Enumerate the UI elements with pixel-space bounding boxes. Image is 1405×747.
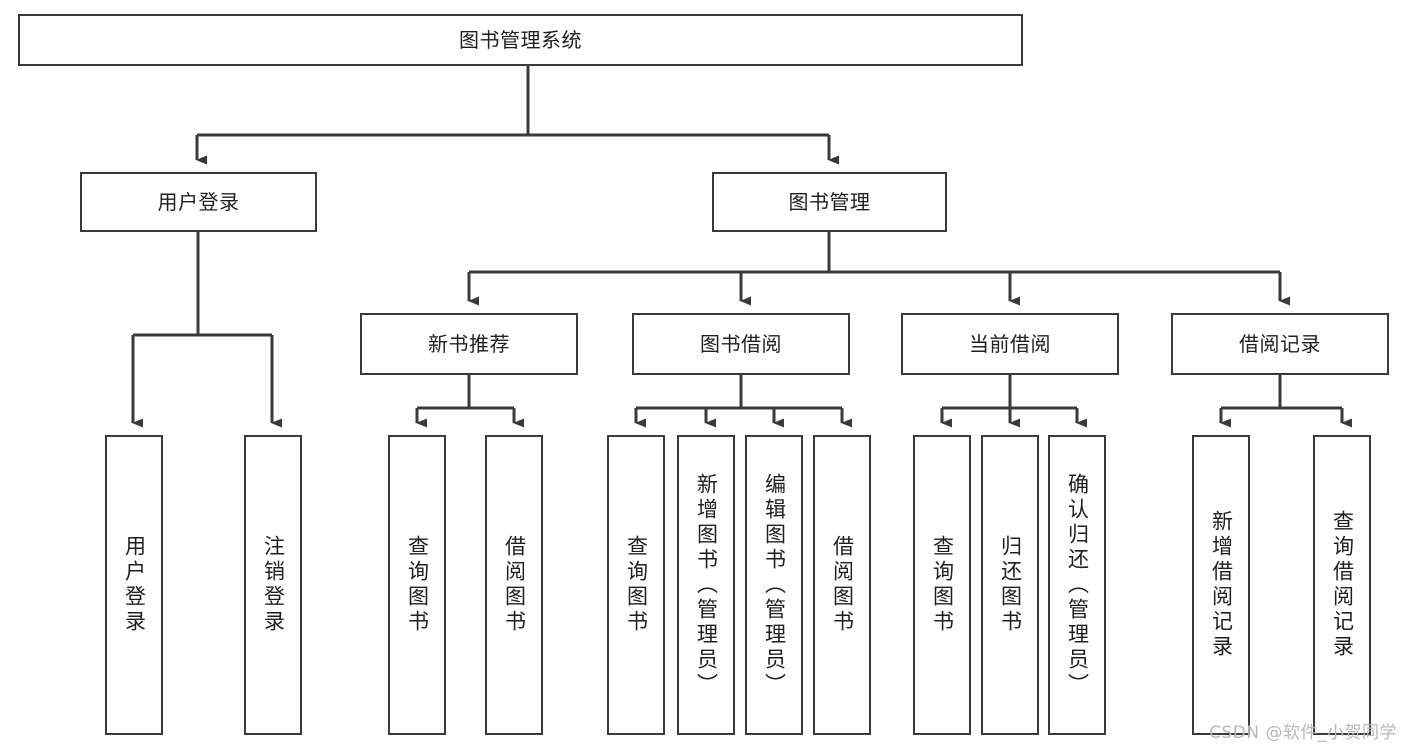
node-leaf-add-record-label: 新增借阅记录	[1209, 510, 1234, 660]
node-book-manage[interactable]: 图书管理	[712, 172, 947, 232]
node-new-book-rec-label: 新书推荐	[428, 331, 510, 356]
node-leaf-return-book[interactable]: 归还图书	[981, 435, 1039, 735]
node-leaf-user-logout[interactable]: 注销登录	[244, 435, 302, 735]
node-leaf-borrow-book-2-label: 借阅图书	[830, 535, 855, 635]
node-user-login-label: 用户登录	[157, 189, 240, 214]
node-book-manage-label: 图书管理	[788, 189, 871, 214]
node-leaf-borrow-book-1[interactable]: 借阅图书	[485, 435, 543, 735]
node-leaf-query-record-label: 查询借阅记录	[1330, 510, 1355, 660]
node-current-borrow-label: 当前借阅	[969, 331, 1051, 356]
node-borrow-record-label: 借阅记录	[1239, 331, 1321, 356]
node-leaf-return-book-label: 归还图书	[998, 535, 1023, 635]
node-leaf-user-login-label: 用户登录	[122, 535, 147, 635]
node-leaf-edit-book[interactable]: 编辑图书（管理员）	[745, 435, 803, 735]
node-leaf-edit-book-label: 编辑图书（管理员）	[762, 472, 787, 698]
node-leaf-borrow-book-2[interactable]: 借阅图书	[813, 435, 871, 735]
node-book-borrow[interactable]: 图书借阅	[632, 313, 850, 375]
node-leaf-query-book-1[interactable]: 查询图书	[388, 435, 446, 735]
node-leaf-query-record[interactable]: 查询借阅记录	[1313, 435, 1371, 735]
node-current-borrow[interactable]: 当前借阅	[901, 313, 1119, 375]
node-leaf-query-book-2[interactable]: 查询图书	[607, 435, 665, 735]
node-leaf-query-book-3[interactable]: 查询图书	[913, 435, 971, 735]
node-leaf-add-record[interactable]: 新增借阅记录	[1192, 435, 1250, 735]
node-borrow-record[interactable]: 借阅记录	[1171, 313, 1389, 375]
node-leaf-add-book-label: 新增图书（管理员）	[694, 472, 719, 698]
node-user-login[interactable]: 用户登录	[80, 172, 317, 232]
node-root[interactable]: 图书管理系统	[18, 14, 1023, 66]
watermark: CSDN @软件_小贺同学	[1209, 723, 1397, 743]
node-leaf-query-book-1-label: 查询图书	[405, 535, 430, 635]
node-leaf-user-logout-label: 注销登录	[261, 535, 286, 635]
node-leaf-user-login[interactable]: 用户登录	[105, 435, 163, 735]
node-leaf-query-book-3-label: 查询图书	[930, 535, 955, 635]
node-root-label: 图书管理系统	[459, 27, 582, 52]
node-book-borrow-label: 图书借阅	[700, 331, 782, 356]
node-leaf-confirm-return[interactable]: 确认归还（管理员）	[1048, 435, 1106, 735]
node-leaf-add-book[interactable]: 新增图书（管理员）	[677, 435, 735, 735]
node-new-book-rec[interactable]: 新书推荐	[360, 313, 578, 375]
node-leaf-query-book-2-label: 查询图书	[624, 535, 649, 635]
node-leaf-confirm-return-label: 确认归还（管理员）	[1065, 472, 1090, 698]
node-leaf-borrow-book-1-label: 借阅图书	[502, 535, 527, 635]
